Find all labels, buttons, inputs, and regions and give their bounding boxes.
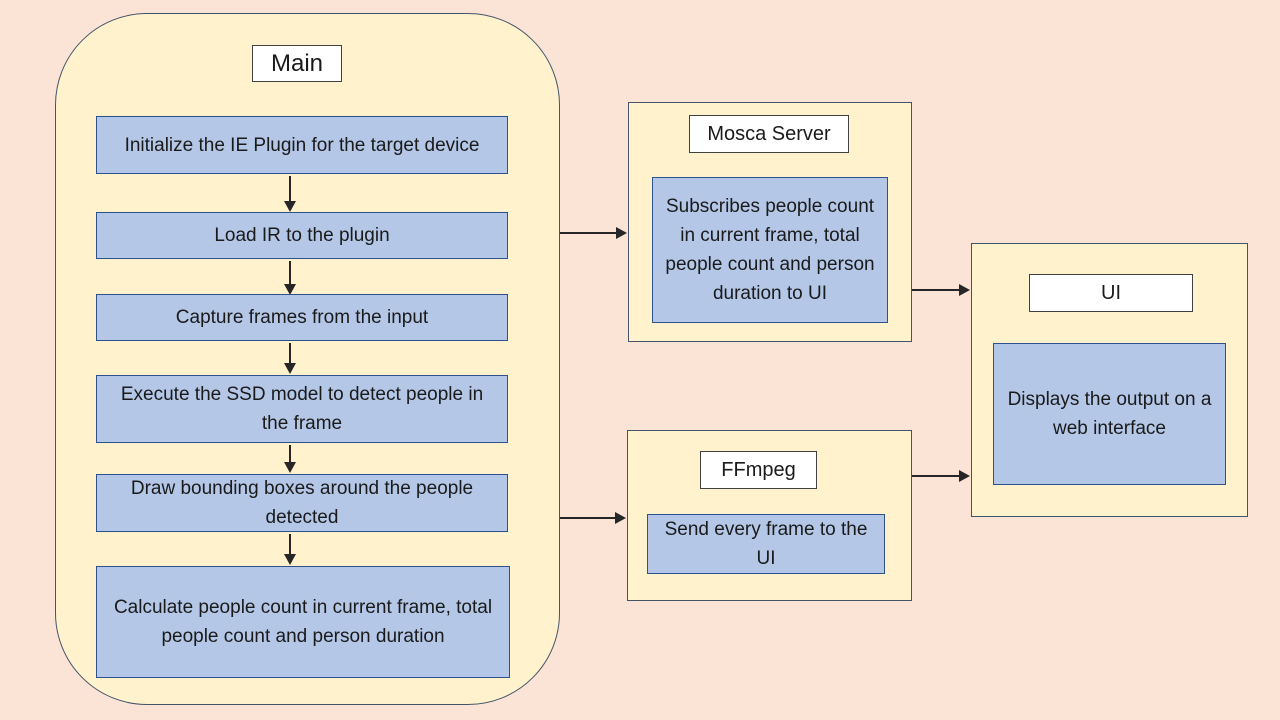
ffmpeg-title-label: FFmpeg (721, 458, 796, 481)
mosca-server-body: Subscribes people count in current frame… (665, 196, 875, 304)
step-node-calculate-count: Calculate people count in current frame,… (96, 566, 510, 678)
arrow-main-to-mosca-server (560, 227, 627, 239)
main-group: Main Initialize the IE Plugin for the ta… (55, 13, 560, 705)
step-label: Draw bounding boxes around the people de… (130, 478, 474, 528)
arrow-step4-to-step5 (284, 445, 296, 473)
arrow-step3-to-step4 (284, 343, 296, 374)
step-label: Execute the SSD model to detect people i… (120, 384, 484, 434)
ui-title: UI (1029, 274, 1193, 312)
arrow-mosca-server-to-ui (912, 284, 970, 296)
ffmpeg-group: FFmpeg Send every frame to the UI (627, 430, 912, 601)
arrow-ffmpeg-to-ui (912, 470, 970, 482)
step-label: Initialize the IE Plugin for the target … (124, 134, 480, 156)
step-node-execute-ssd: Execute the SSD model to detect people i… (96, 375, 508, 443)
ui-node: Displays the output on a web interface (993, 343, 1226, 485)
main-title-label: Main (270, 49, 324, 77)
step-node-load-ir: Load IR to the plugin (96, 212, 508, 259)
ui-group: UI Displays the output on a web interfac… (971, 243, 1248, 517)
mosca-server-title: Mosca Server (689, 115, 849, 153)
ffmpeg-body: Send every frame to the UI (664, 519, 868, 569)
ui-body: Displays the output on a web interface (1007, 389, 1212, 439)
mosca-server-node: Subscribes people count in current frame… (652, 177, 888, 323)
step-label: Calculate people count in current frame,… (113, 597, 493, 647)
mosca-server-group: Mosca Server Subscribes people count in … (628, 102, 912, 342)
step-label: Load IR to the plugin (214, 225, 390, 246)
mosca-server-title-label: Mosca Server (707, 122, 831, 145)
ffmpeg-node: Send every frame to the UI (647, 514, 885, 574)
main-title: Main (252, 45, 342, 82)
arrow-main-to-ffmpeg (560, 512, 626, 524)
step-node-capture-frames: Capture frames from the input (96, 294, 508, 341)
ui-title-label: UI (1101, 281, 1121, 304)
step-node-draw-boxes: Draw bounding boxes around the people de… (96, 474, 508, 532)
ffmpeg-title: FFmpeg (700, 451, 817, 489)
step-label: Capture frames from the input (175, 307, 429, 328)
arrow-step5-to-step6 (284, 534, 296, 565)
arrow-step2-to-step3 (284, 261, 296, 295)
arrow-step1-to-step2 (284, 176, 296, 212)
step-node-initialize-plugin: Initialize the IE Plugin for the target … (96, 116, 508, 174)
